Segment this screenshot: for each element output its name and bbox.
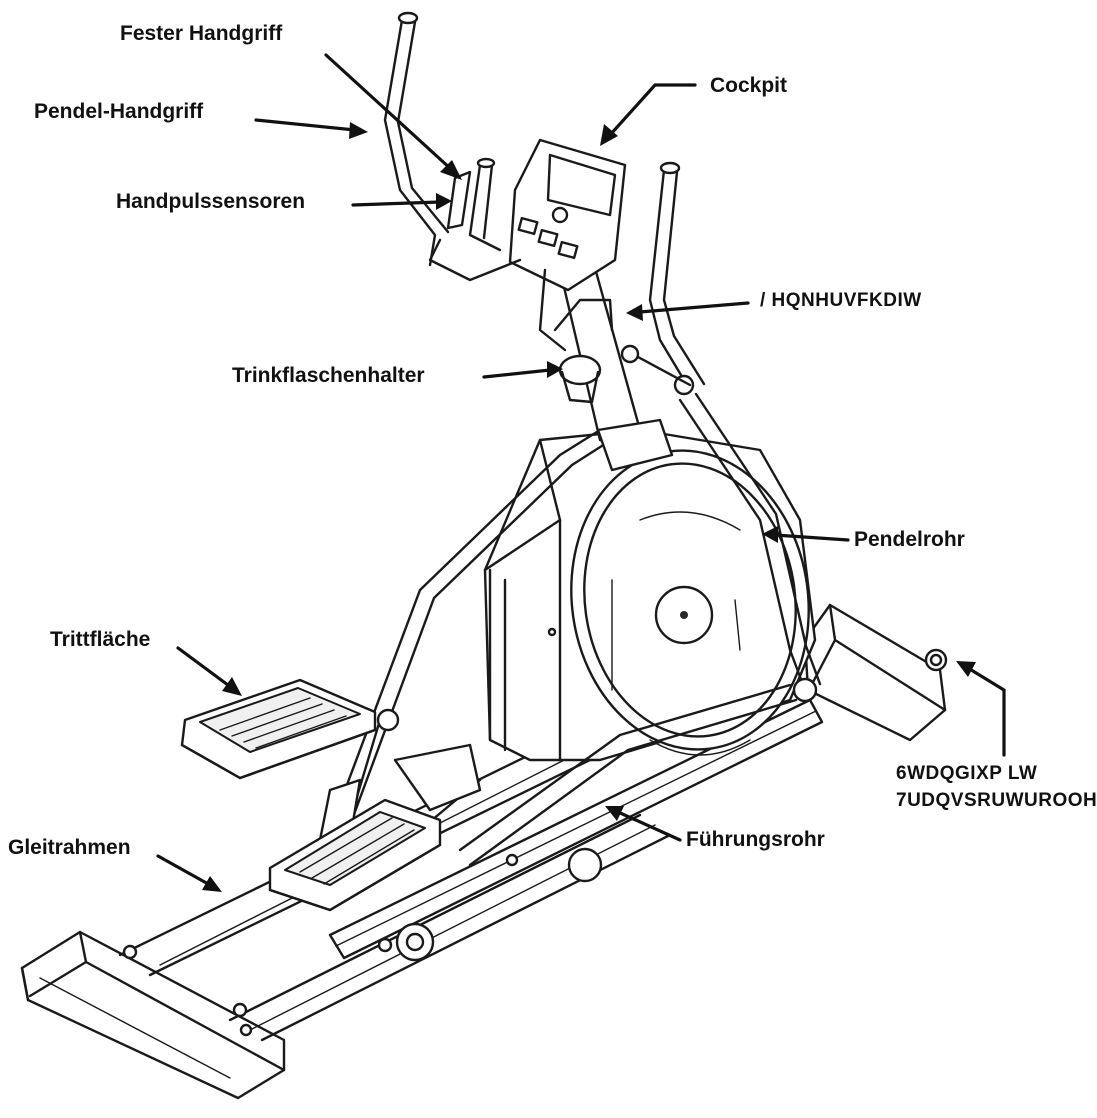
fixed-handles xyxy=(428,157,567,352)
label-pendelrohr: Pendelrohr xyxy=(854,528,965,551)
cockpit xyxy=(508,138,627,292)
pendulum-tube xyxy=(678,392,822,703)
right-pendulum-handle xyxy=(620,161,706,396)
guide-tube xyxy=(328,698,824,962)
front-stabilizer xyxy=(20,930,286,1100)
right-pedal xyxy=(268,743,482,912)
left-pendulum-handle xyxy=(383,11,450,267)
flywheel-housing xyxy=(483,428,817,762)
label-trittflaeche: Trittfläche xyxy=(50,628,151,651)
label-cockpit: Cockpit xyxy=(710,74,788,97)
label-handpulssensoren: Handpulssensoren xyxy=(116,190,306,213)
label-standfuss-line1: 6WDQGIXP LW xyxy=(896,763,1038,784)
left-pedal xyxy=(180,678,377,780)
rear-stabilizer xyxy=(803,603,948,742)
label-pendel-handgriff: Pendel-Handgriff xyxy=(34,100,204,123)
label-fuehrungsrohr: Führungsrohr xyxy=(686,828,825,851)
console-mast xyxy=(558,248,674,472)
label-fester-handgriff: Fester Handgriff xyxy=(120,22,283,45)
label-lenkerschaft: / HQNHUVFKDIW xyxy=(760,290,922,311)
label-standfuss-line2: 7UDQVSRUWUROOH xyxy=(896,790,1097,811)
callout-arrows xyxy=(156,53,1006,892)
label-gleitrahmen: Gleitrahmen xyxy=(8,836,131,859)
bottle-holder xyxy=(553,298,614,404)
label-trinkflaschenhalter: Trinkflaschenhalter xyxy=(232,364,425,387)
